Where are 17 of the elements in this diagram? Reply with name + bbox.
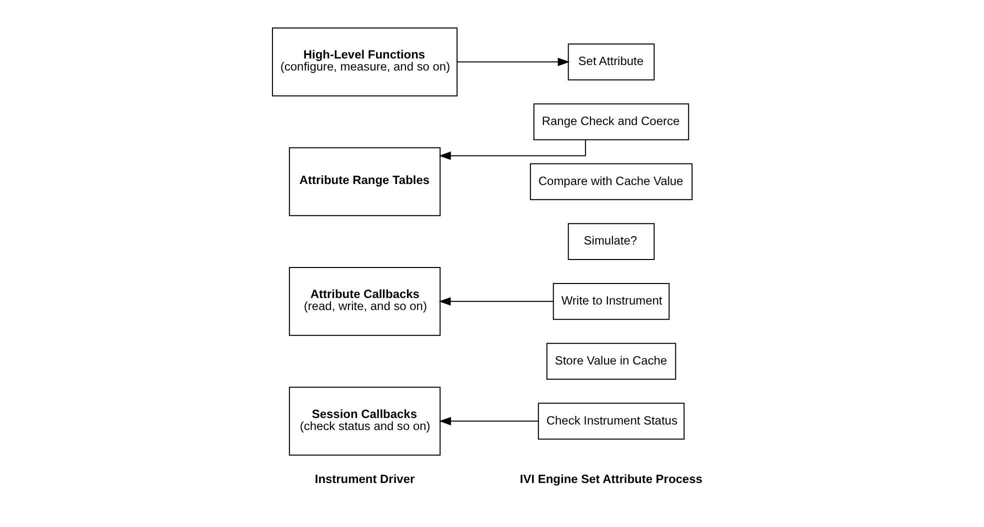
node-box: Compare with Cache Value (530, 163, 693, 200)
node-box: Store Value in Cache (546, 342, 676, 380)
arrow (439, 416, 539, 426)
label: IVI Engine Set Attribute Process (520, 472, 702, 486)
node-box: Set Attribute (568, 43, 655, 80)
arrow (456, 58, 570, 66)
node-box: Attribute Range Tables (288, 147, 441, 216)
node-box: Check Instrument Status (538, 402, 685, 440)
node-box: Write to Instrument (552, 282, 670, 320)
arrow (438, 297, 554, 306)
label: Instrument Driver (314, 472, 415, 486)
node-box: High-Level Functions (configure, measure, and so on) (272, 28, 458, 96)
node-box: Attribute Callbacks (read, write, and so on) (288, 267, 441, 336)
node-box: Range Check and Coerce (533, 103, 690, 140)
arrow (438, 139, 586, 160)
node-box: Session Callbacks (check status and so on) (288, 386, 441, 456)
node-box: Simulate? (568, 223, 655, 260)
